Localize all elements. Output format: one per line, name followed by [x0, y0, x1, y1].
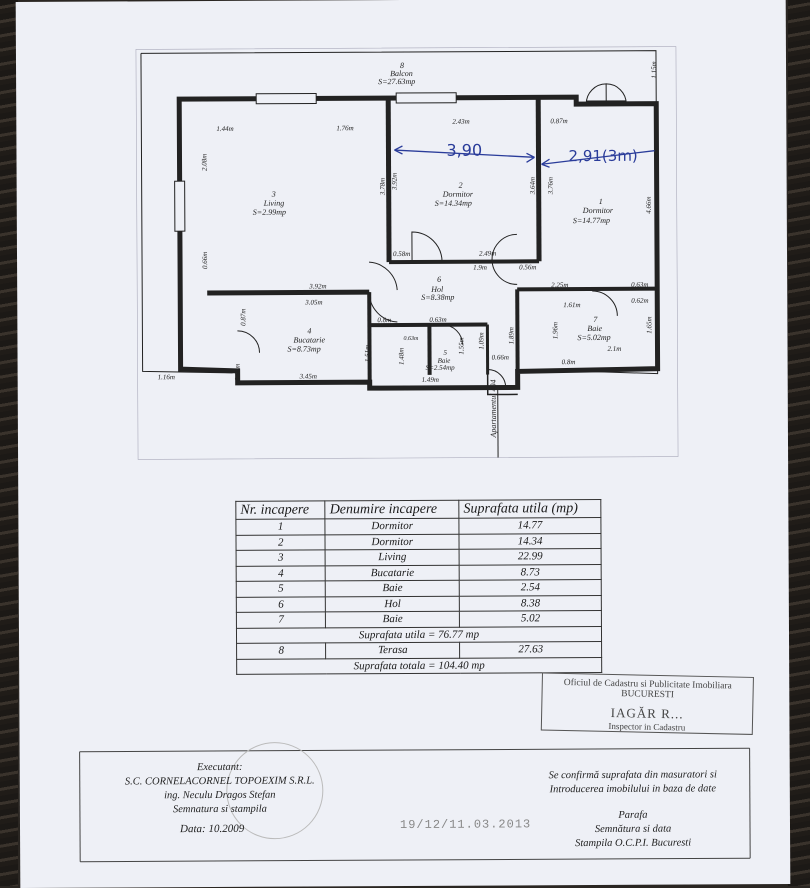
- confirm-line: Introducerea imobilului in baza de date: [518, 782, 748, 797]
- document-page: 8 Balcon S=27.63mp 3 Living S=2.99mp 2 D…: [16, 0, 791, 888]
- confirmation-block: Se confirmă suprafata din masuratori si …: [518, 768, 748, 851]
- company-name: S.C. CORNELACORNEL TOPOEXIM S.R.L.: [115, 774, 325, 789]
- confirm-line: Se confirmă suprafata din masuratori si: [518, 768, 748, 783]
- executant-label: Executant:: [115, 760, 325, 775]
- signature-label: Semnatura si stampila: [115, 802, 325, 817]
- confirm-line: Semnătura si data: [518, 822, 748, 837]
- footer-lines: [16, 0, 791, 888]
- executant-block: Executant: S.C. CORNELACORNEL TOPOEXIM S…: [115, 760, 325, 817]
- confirm-line: Stampila O.C.P.I. Bucuresti: [518, 836, 748, 851]
- background-right-edge: [788, 0, 810, 886]
- engineer-name: ing. Neculu Dragos Stefan: [115, 788, 325, 803]
- stamp-date: 19/12/11.03.2013: [400, 817, 531, 832]
- confirm-line: Parafa: [518, 808, 748, 823]
- background-left-edge: [0, 0, 18, 886]
- execution-date: Data: 10.2009: [180, 823, 244, 835]
